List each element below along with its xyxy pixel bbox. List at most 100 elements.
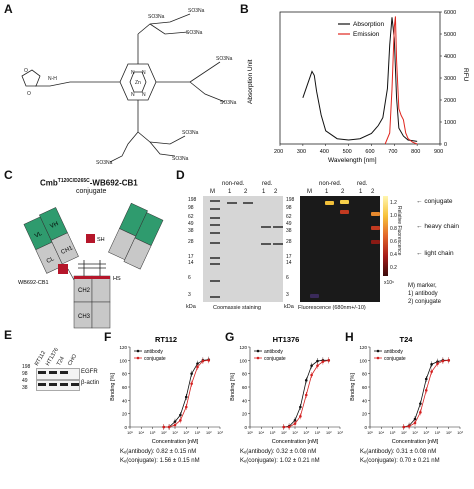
lane-label-left: 1 xyxy=(228,189,232,195)
binding-xtick: 10⁵ xyxy=(127,431,133,435)
legend-conjugate-label: conjugate xyxy=(384,356,406,362)
binding-point-conjugate xyxy=(424,389,428,392)
binding-curve-conjugate xyxy=(403,359,449,428)
fluorescence-band xyxy=(371,212,380,216)
binding-curve-conjugate xyxy=(163,359,209,428)
payload-label: WB692-CB1 xyxy=(18,280,49,286)
lane-label-right: 2 xyxy=(371,189,375,195)
mw-label-left: 28 xyxy=(188,239,194,245)
mw-label-left: 49 xyxy=(188,221,194,227)
porphyrin-structure: Zn N N N N O O N‑H SO3Na SO3Na SO3Na SO3… xyxy=(21,8,237,166)
gel-band xyxy=(210,208,220,210)
fluorescence-band xyxy=(310,294,319,298)
emission-line xyxy=(384,16,418,145)
binding-y-label: Binding [%] xyxy=(350,373,356,401)
arrow-conjugate: ← conjugate xyxy=(416,198,453,205)
binding-point-conjugate xyxy=(167,425,171,429)
wb-mw-198: 198 xyxy=(22,364,31,370)
colorbar-tick: 0.8 xyxy=(390,226,397,232)
mw-label-right: 98 xyxy=(286,205,292,211)
spectrum-ytick-right: 4000 xyxy=(444,54,456,60)
mw-label-right: 62 xyxy=(286,214,292,220)
binding-point-conjugate xyxy=(402,425,406,429)
gel-band xyxy=(261,226,271,228)
binding-ytick: 120 xyxy=(119,345,127,350)
egfr-band xyxy=(49,371,57,374)
so3na-8: SO3Na xyxy=(148,14,165,20)
actin-band xyxy=(38,383,46,386)
legend-conjugate-marker xyxy=(376,356,380,360)
binding-point-conjugate xyxy=(299,415,302,418)
vh-label: VH xyxy=(49,221,59,230)
mw-label-left: 198 xyxy=(188,197,197,203)
binding-point-antibody xyxy=(419,402,422,405)
panel-label-f: F xyxy=(104,330,112,344)
nh-label: N‑H xyxy=(48,76,57,82)
binding-xtick: 10⁰ xyxy=(423,431,429,435)
binding-title: T24 xyxy=(400,335,414,344)
gel-band xyxy=(243,202,253,204)
legend-absorption-label: Absorption xyxy=(353,21,384,28)
kda-label-left: kDa xyxy=(186,304,196,310)
binding-xtick: 10⁰ xyxy=(303,431,309,435)
lane-label-left: 2 xyxy=(244,189,248,195)
lane-label-right: 1 xyxy=(325,189,329,195)
binding-x-label: Concentration [nM] xyxy=(392,439,439,445)
gel-band xyxy=(210,263,220,265)
colorbar-exponent: x10⁶ xyxy=(384,280,395,286)
binding-point-conjugate xyxy=(419,411,422,414)
binding-xtick: 10⁴ xyxy=(138,431,144,435)
ch1-label: CH1 xyxy=(60,245,74,256)
binding-xtick: 10² xyxy=(281,431,287,435)
binding-xtick: 10¹ xyxy=(435,431,441,435)
wb-lane-label: CHO xyxy=(67,353,79,367)
kda-label-right: kDa xyxy=(284,304,294,310)
n-atom-label-2: N xyxy=(142,70,146,76)
legend-conjugate-marker xyxy=(256,356,260,360)
binding-point-antibody xyxy=(293,419,297,422)
gel-band xyxy=(273,226,283,228)
binding-point-antibody xyxy=(413,417,417,421)
binding-xtick: 10¹ xyxy=(412,431,418,435)
ch3-domain-right xyxy=(91,301,111,329)
binding-y-label: Binding [%] xyxy=(230,373,236,401)
spectrum-xtick: 700 xyxy=(388,149,397,155)
wb-lane-label: T24 xyxy=(56,355,66,367)
binding-xtick: 10¹ xyxy=(195,431,201,435)
spectrum-ytick-right: 5000 xyxy=(444,32,456,38)
binding-ytick: 100 xyxy=(239,358,247,363)
binding-xtick: 10³ xyxy=(457,431,463,435)
binding-point-antibody xyxy=(424,377,428,381)
binding-xtick: 10² xyxy=(326,431,332,435)
kd-antibody-rt112: Kₑ(antibody): 0.82 ± 0.15 nM xyxy=(120,449,197,455)
gel-band xyxy=(210,200,220,202)
binding-point-conjugate xyxy=(407,425,411,428)
spectrum-xtick: 800 xyxy=(411,149,420,155)
binding-point-conjugate xyxy=(413,421,417,425)
binding-point-antibody xyxy=(304,379,308,382)
so3na-3: SO3Na xyxy=(216,56,233,62)
binding-xtick: 10³ xyxy=(337,431,343,435)
egfr-band xyxy=(60,371,68,374)
actin-band xyxy=(49,383,57,386)
binding-point-conjugate xyxy=(436,362,439,365)
gel-band xyxy=(210,217,220,219)
gel-band xyxy=(210,242,220,244)
mw-label-right: 38 xyxy=(286,228,292,234)
spectrum-ytick-right: 3000 xyxy=(444,76,456,82)
arrow-heavy-chain: ← heavy chain xyxy=(416,223,460,230)
binding-x-label: Concentration [nM] xyxy=(272,439,319,445)
mw-label-right: 49 xyxy=(286,221,292,227)
colorbar-tick: 0.6 xyxy=(390,239,397,245)
binding-ytick: 60 xyxy=(362,385,368,390)
so3na-4: SO3Na xyxy=(220,100,237,106)
coomassie-header-red: red. xyxy=(262,181,273,187)
so3na-6: SO3Na xyxy=(172,156,189,162)
binding-point-conjugate xyxy=(310,373,313,377)
mw-label-left: 6 xyxy=(188,275,191,281)
coomassie-caption: Coomassie staining xyxy=(213,305,261,311)
binding-xtick: 10⁵ xyxy=(367,431,373,435)
mw-label-left: 14 xyxy=(188,260,194,266)
